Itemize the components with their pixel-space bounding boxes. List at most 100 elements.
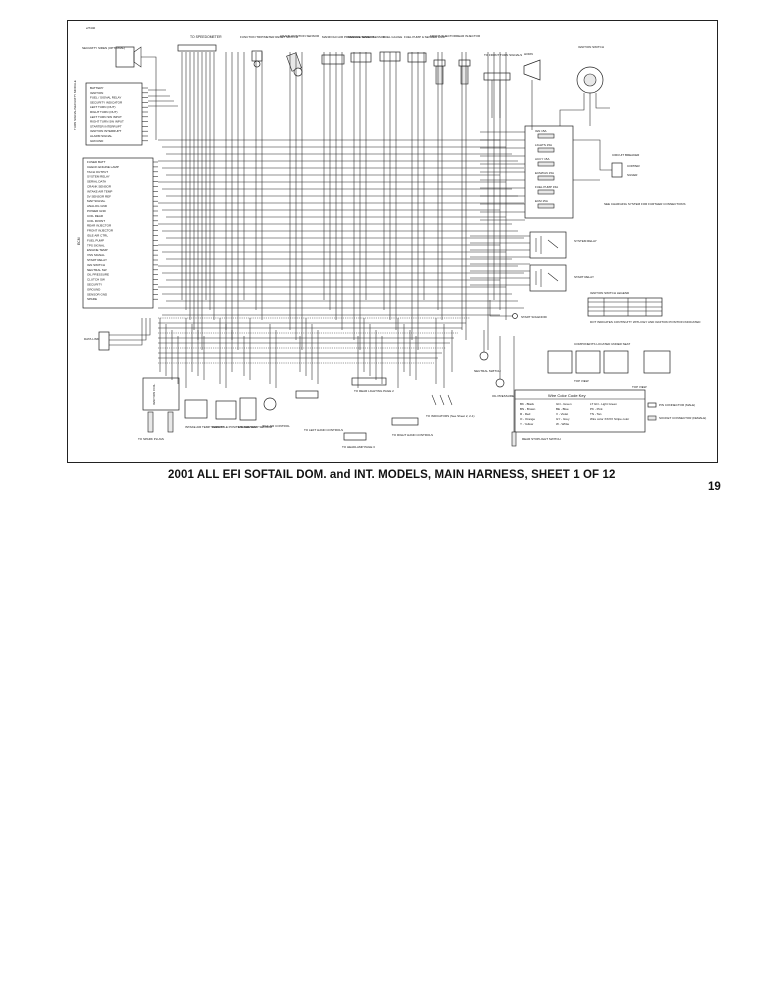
svg-text:IGNITION COIL: IGNITION COIL (152, 384, 156, 406)
svg-text:CRANK POSITION SENSOR: CRANK POSITION SENSOR (280, 34, 320, 38)
map-sensor: MANIFOLD AIR PRESSURE SENSOR (321, 35, 375, 65)
svg-text:START SOLENOID: START SOLENOID (521, 315, 548, 319)
wire-key-entry: GY - Grey (556, 417, 570, 421)
svg-text:ECM: ECM (77, 237, 81, 245)
crank-position-sensor: CRANK POSITION SENSOR (280, 34, 320, 77)
fuel-gauge: FUEL GAUGE (379, 35, 402, 62)
ecm-pin-label: COIL FRONT (87, 219, 105, 223)
figure-id: ef7440 (86, 26, 96, 30)
page-title: 2001 ALL EFI SOFTAIL DOM. and INT. MODEL… (168, 469, 616, 481)
tsm-pin-label: STARTER INTERRUPT (90, 124, 122, 128)
tsm-pin-label: IGNITION (90, 91, 103, 95)
svg-text:SEE CHARGING SYSTEM FOR FURTHE: SEE CHARGING SYSTEM FOR FURTHER CONNECTI… (604, 202, 685, 206)
svg-text:TO SPARK PLUGS: TO SPARK PLUGS (138, 437, 164, 441)
wire-key-entry: BK - Black (520, 402, 535, 406)
wire-key-entry: LT GN - Light Green (590, 402, 617, 406)
svg-text:FRONT INJECTOR: FRONT INJECTOR (430, 34, 457, 38)
fuel-pump-sender: FUEL PUMP & SENDER ASSY (404, 35, 446, 63)
svg-text:COPPER: COPPER (627, 164, 641, 168)
ecm-pin-label: SERIAL DATA (87, 180, 106, 184)
ignition-coil: IGNITION COIL TO SPARK PLUGS (138, 377, 180, 441)
svg-text:FUEL PUMP & SENDER ASSY: FUEL PUMP & SENDER ASSY (404, 35, 446, 39)
intake-air-temp-sensor: INTAKE AIR TEMP SENSOR (184, 399, 225, 429)
svg-text:TO SPEEDOMETER: TO SPEEDOMETER (190, 35, 222, 39)
wire (483, 330, 515, 432)
ignition-switch-legend: IGNITION SWITCH LEGEND DOT INDICATES CON… (587, 291, 701, 324)
wire-key-entry: BN - Brown (520, 407, 536, 411)
svg-text:TOP VIEW: TOP VIEW (574, 379, 589, 383)
ecm-pin-label: ANALOG GND (87, 204, 108, 208)
svg-text:INTAKE AIR TEMP SENSOR: INTAKE AIR TEMP SENSOR (185, 425, 225, 429)
start-solenoid: START SOLENOID (512, 313, 548, 319)
ecm-pin-label: MAP SIGNAL (87, 199, 106, 203)
wire-key-entry: Wire color XX/XX Stripe color (590, 417, 629, 421)
wire (109, 318, 147, 341)
svg-text:START RELAY: START RELAY (574, 275, 594, 279)
ecm-pin-label: INTAKE AIR TEMP (87, 189, 112, 193)
ecm-pin-label: START RELAY (87, 258, 107, 262)
fuse (537, 175, 555, 181)
svg-text:TOP VIEW: TOP VIEW (632, 385, 647, 389)
svg-text:NEUTRAL SWITCH: NEUTRAL SWITCH (474, 369, 501, 373)
svg-text:REAR STOPLIGHT SWITCH: REAR STOPLIGHT SWITCH (522, 437, 561, 441)
tsm-pin-label: LEFT TURN SW INPUT (90, 115, 122, 119)
headlamp-connector: TO HEADLAMP PAGE 3 (342, 432, 375, 449)
svg-text:DOT INDICATES CONTINUITY WITH: DOT INDICATES CONTINUITY WITH KEY AND IG… (590, 320, 701, 324)
throttle-position-sensor: THROTTLE POSITION SENSOR (212, 400, 257, 429)
svg-text:SYSTEM RELAY: SYSTEM RELAY (574, 239, 597, 243)
ecm-pin-label: SECURITY (87, 283, 102, 287)
fuse-label: ECM/IGN 15A (535, 171, 554, 175)
tsm-pin-label: IGNITION INTERRUPT (90, 129, 122, 133)
wire-key-entry: O - Orange (520, 417, 535, 421)
tsm-pin-label: LEFT TURN (OUT) (90, 105, 116, 109)
tsm-pin-label: RIGHT TURN SW INPUT (90, 120, 124, 124)
svg-text:SECURITY SIREN (OPTIONAL): SECURITY SIREN (OPTIONAL) (82, 46, 125, 50)
fuse (537, 161, 555, 167)
wire (148, 89, 178, 107)
wire-key-entry: BE - Blue (556, 407, 569, 411)
rear-lighting-connector: TO REAR LIGHTING PAGE 2 (351, 377, 394, 393)
ecm-pin-label: ENGINE TEMP (87, 248, 108, 252)
svg-text:SILVER: SILVER (627, 173, 638, 177)
svg-text:ENGINE TEMP SENSOR: ENGINE TEMP SENSOR (238, 425, 273, 429)
svg-text:REAR INJECTOR: REAR INJECTOR (456, 34, 481, 38)
data-link-connector: DATA LINK (84, 331, 110, 351)
ecm-pin-label: 5V SENSOR REF (87, 194, 111, 198)
wire-key-entry: PK - Pink (590, 407, 603, 411)
ecm-pin-label: REAR INJECTOR (87, 224, 112, 228)
svg-text:TURN SIGNAL/SECURITY MODULE: TURN SIGNAL/SECURITY MODULE (73, 80, 77, 130)
engine-temp-sensor: ENGINE TEMP SENSOR (238, 397, 273, 429)
fuse-label: FUEL PUMP 15A (535, 185, 558, 189)
wire (489, 300, 513, 317)
tsm-pin-label: SECURITY INDICATOR (90, 100, 123, 104)
wire-key-entry: W - White (556, 422, 569, 426)
svg-text:IGNITION SWITCH LEGEND: IGNITION SWITCH LEGEND (590, 291, 630, 295)
fuse-label: LIGHTS 15A (535, 143, 552, 147)
svg-text:TO REAR LIGHTING PAGE 2: TO REAR LIGHTING PAGE 2 (354, 389, 394, 393)
security-siren: SECURITY SIREN (OPTIONAL) (82, 46, 142, 68)
circuit-breaker: CIRCUIT BREAKER COPPER SILVER SEE CHARGI… (604, 153, 685, 206)
horn: HORN (523, 52, 541, 81)
page-number: 19 (708, 481, 721, 493)
system-relay: SYSTEM RELAY (529, 231, 597, 259)
ecm-pin-label: SPARE (87, 297, 97, 301)
svg-text:COMPONENTS LOCATED UNDER SEAT: COMPONENTS LOCATED UNDER SEAT (574, 342, 630, 346)
ecm-pin-label: CRANK SENSOR (87, 185, 112, 189)
tsm-pin-label: BATTERY (90, 86, 104, 90)
ecm-pin-label: IGN SWITCH (87, 263, 105, 267)
idle-air-control: IDLE AIR CONTROL (262, 397, 290, 428)
svg-text:TO FRONT TURN SIGNALS: TO FRONT TURN SIGNALS (484, 53, 522, 57)
oil-pressure-switch: OIL PRESSURE (492, 378, 514, 398)
tsm-pin-label: GROUND (90, 139, 104, 143)
svg-text:DATA LINK: DATA LINK (84, 337, 99, 341)
ecm-pin-label: IDLE AIR CTRL (87, 234, 108, 238)
svg-text:VEHICLE SPEED SENSOR: VEHICLE SPEED SENSOR (348, 35, 386, 39)
fuse (537, 203, 555, 209)
svg-text:THROTTLE POSITION SENSOR: THROTTLE POSITION SENSOR (212, 425, 257, 429)
